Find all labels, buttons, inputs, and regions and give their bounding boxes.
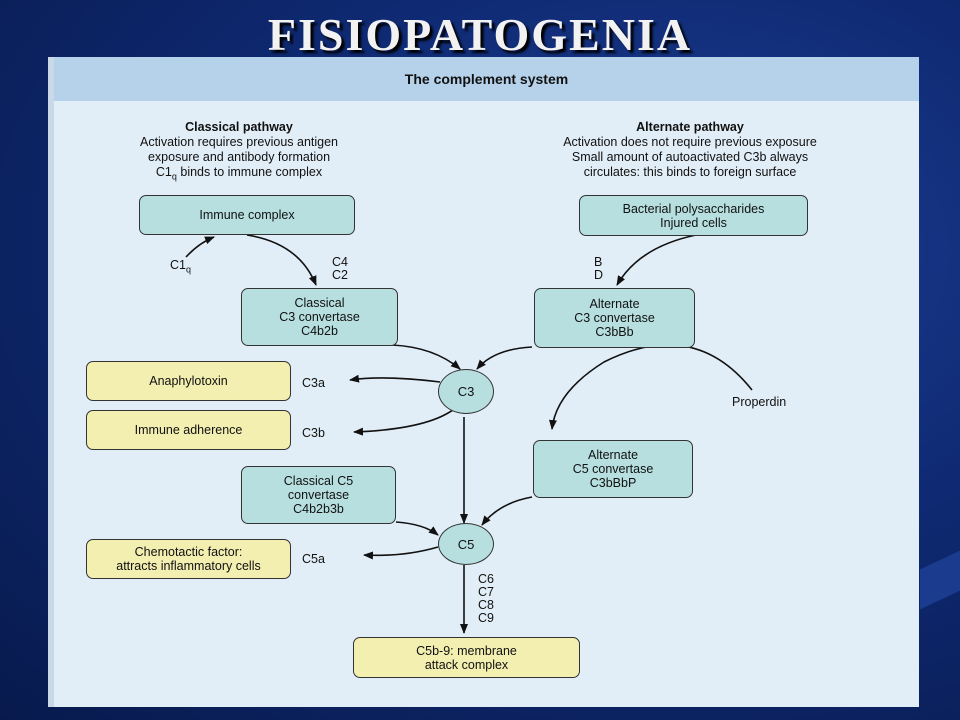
alternate-c3-convertase-box: Alternate C3 convertase C3bBb [534, 288, 695, 348]
alternate-c5-convertase-box: Alternate C5 convertase C3bBbP [533, 440, 693, 498]
properdin-label: Properdin [732, 395, 787, 409]
classical-c3-line2: C3 convertase [279, 310, 360, 324]
bacterial-line2: Injured cells [660, 215, 727, 230]
alternate-c3-line1: Alternate [589, 297, 640, 311]
c5a-label: C5a [302, 552, 325, 566]
immune-adherence-box: Immune adherence [86, 410, 291, 450]
arrow-c3-to-c3b [353, 404, 460, 436]
c8-label: C8 [478, 598, 494, 612]
classical-desc-line1: Activation requires previous antigen [139, 135, 339, 149]
classical-pathway-heading: Classical pathway [185, 120, 293, 134]
c9-label: C9 [478, 611, 494, 625]
c5-node-label: C5 [457, 536, 475, 552]
anaphylotoxin-label: Anaphylotoxin [149, 374, 228, 388]
arrow-alternate-c5-to-c5 [481, 496, 533, 526]
c1q-label: C1q [170, 258, 191, 275]
corner-decoration [920, 550, 960, 610]
classical-c3-line1: Classical [294, 296, 345, 310]
classical-c5-line1: Classical C5 [283, 474, 354, 488]
diagram-header: The complement system [54, 57, 919, 101]
c4-label: C4 [332, 255, 348, 269]
arrow-c3-to-c3a [349, 374, 441, 383]
alternate-c5-line2: C5 convertase [572, 462, 654, 476]
mac-line2: attack complex [424, 657, 509, 672]
alternate-desc-line3: circulates: this binds to foreign surfac… [583, 165, 797, 179]
alternate-c3-line2: C3 convertase [574, 311, 655, 325]
arrow-classical-c3-to-c3 [391, 344, 461, 370]
d-label: D [594, 268, 604, 282]
b-label: B [594, 255, 603, 269]
arrow-immune-complex-to-classical-c3 [246, 234, 317, 286]
classical-c5-convertase-box: Classical C5 convertase C4b2b3b [241, 466, 396, 524]
classical-pathway-description: Classical pathway Activation requires pr… [114, 120, 364, 185]
c3-node-label: C3 [457, 384, 475, 399]
anaphylotoxin-box: Anaphylotoxin [86, 361, 291, 401]
arrow-alternate-c3-to-c3 [476, 346, 533, 370]
alternate-c3-line3: C3bBb [595, 325, 634, 339]
complement-diagram-panel: The complement system Classical pathway … [48, 57, 919, 707]
bacterial-polysaccharides-box: Bacterial polysaccharides Injured cells [579, 195, 808, 236]
c7-label: C7 [478, 585, 494, 599]
c5-node: C5 [438, 523, 494, 565]
immune-complex-label: Immune complex [199, 208, 295, 222]
immune-complex-box: Immune complex [139, 195, 355, 235]
classical-c3-convertase-box: Classical C3 convertase C4b2b [241, 288, 398, 346]
c6-label: C6 [478, 572, 494, 586]
classical-desc-line2: exposure and antibody formation [147, 150, 331, 164]
alternate-desc-line2: Small amount of autoactivated C3b always [571, 150, 809, 164]
chemotactic-line1: Chemotactic factor: [134, 545, 243, 559]
classical-desc-line3: C1q binds to immune complex [155, 165, 323, 182]
classical-c5-line3: C4b2b3b [293, 502, 344, 516]
classical-c5-line2: convertase [287, 488, 350, 502]
mac-line1: C5b-9: membrane [416, 643, 517, 658]
chemotactic-line2: attracts inflammatory cells [116, 559, 261, 573]
arrow-bacterial-to-alternate-c3 [616, 234, 697, 286]
c3a-label: C3a [302, 376, 325, 390]
membrane-attack-complex-box: C5b-9: membrane attack complex [353, 637, 580, 678]
c2-label: C2 [332, 268, 348, 282]
c3b-label: C3b [302, 426, 325, 440]
bacterial-line1: Bacterial polysaccharides [622, 201, 765, 216]
chemotactic-factor-box: Chemotactic factor: attracts inflammator… [86, 539, 291, 579]
alternate-pathway-description: Alternate pathway Activation does not re… [520, 120, 860, 180]
alternate-c5-line3: C3bBbP [589, 476, 637, 490]
arrow-classical-c5-to-c5 [395, 521, 439, 536]
alternate-desc-line1: Activation does not require previous exp… [563, 135, 817, 149]
c3-node: C3 [438, 369, 494, 414]
arrow-c1q-to-immune-complex [185, 236, 215, 258]
slide-title: FISIOPATOGENIA [267, 9, 693, 60]
arrow-properdin-to-alternate-c5 [548, 344, 753, 430]
alternate-pathway-heading: Alternate pathway [636, 120, 744, 134]
arrow-c5-to-c5a [363, 546, 439, 560]
immune-adherence-label: Immune adherence [134, 423, 243, 437]
alternate-c5-line1: Alternate [587, 448, 639, 462]
classical-c3-line3: C4b2b [301, 324, 338, 338]
